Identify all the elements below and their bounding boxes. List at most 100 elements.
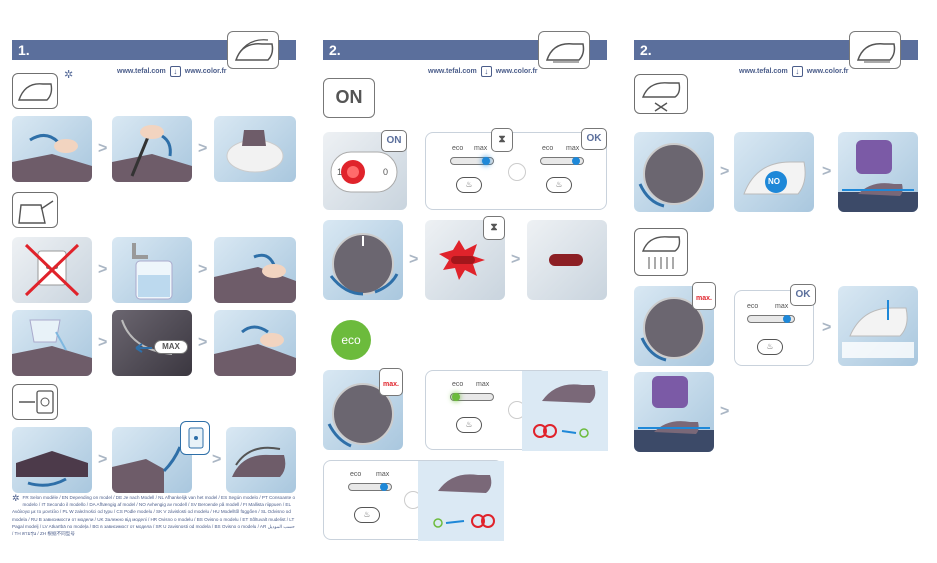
- step-no-steam: NO: [734, 132, 814, 212]
- switch-label-0: 0: [383, 167, 389, 177]
- steam-button[interactable]: ♨: [354, 507, 380, 523]
- step-close-filler: [214, 310, 296, 376]
- step-plug-in: [112, 427, 192, 493]
- chevron-right-icon: >: [212, 451, 222, 468]
- no-steam-iron-icon: [634, 74, 688, 114]
- footnote-star-icon: ✲: [12, 493, 20, 503]
- panel-1: 1. www.tefal.com ↓ www.color.fr ✲ > > > …: [12, 31, 296, 500]
- download-icon[interactable]: ↓: [791, 66, 803, 77]
- panel-2: 2. www.tefal.com ↓ www.color.fr ON 1 0 O…: [323, 31, 608, 541]
- eco-max-slider: [540, 157, 584, 165]
- chevron-right-icon: >: [822, 163, 832, 180]
- max-thermometer-tag: max.: [692, 282, 716, 310]
- max-label: max: [566, 145, 580, 152]
- iron-thumbnail-icon: [849, 31, 901, 69]
- download-icon[interactable]: ↓: [169, 66, 181, 77]
- url-tefal[interactable]: www.tefal.com: [117, 68, 166, 75]
- step-unplug-warning: [12, 237, 92, 303]
- step-fill-jug: [112, 237, 192, 303]
- heating-light: [482, 157, 490, 165]
- chevron-right-icon: >: [409, 251, 419, 268]
- on-tag: ON: [381, 130, 407, 152]
- url-color[interactable]: www.color.fr: [184, 68, 227, 75]
- eco-label: eco: [747, 303, 759, 310]
- chevron-right-icon: >: [720, 403, 730, 420]
- iron-thumbnail-icon: [227, 31, 279, 69]
- chevron-right-icon: >: [198, 261, 208, 278]
- chevron-right-icon: >: [822, 319, 832, 336]
- hourglass-icon: ⧗: [491, 128, 513, 152]
- step-open-filler: [214, 237, 296, 303]
- max-light: [380, 483, 388, 491]
- max-level-button: MAX: [154, 340, 188, 354]
- step-eco-steam: eco max ♨: [425, 370, 608, 451]
- hourglass-icon: ⧗: [483, 216, 505, 240]
- divider-circle: [508, 163, 526, 181]
- eco-mode-icon: eco: [331, 320, 371, 360]
- chevron-right-icon: >: [98, 261, 108, 278]
- url-color[interactable]: www.color.fr: [495, 68, 538, 75]
- socket-inset-icon: [180, 421, 210, 455]
- panel-1-number: 1.: [18, 42, 30, 58]
- panel-2-number: 2.: [329, 42, 341, 58]
- plug-socket-icon: [12, 384, 58, 420]
- model-footnote: ✲ FR Selon modèle / EN Depending on mode…: [12, 494, 297, 537]
- eco-label: eco: [452, 381, 464, 388]
- panel-1-header: 1.: [12, 40, 296, 60]
- model-star-icon: ✲: [64, 69, 74, 81]
- chevron-right-icon: >: [98, 140, 108, 157]
- steam-iron-icon: [634, 228, 688, 276]
- max-label: max: [474, 145, 488, 152]
- url-tefal[interactable]: www.tefal.com: [739, 68, 788, 75]
- footnote-text: FR Selon modèle / EN Depending on model …: [12, 495, 296, 537]
- chevron-right-icon: >: [198, 334, 208, 351]
- steam-button[interactable]: ♨: [456, 417, 482, 433]
- max-thermometer-tag: max.: [379, 368, 403, 396]
- chevron-right-icon: >: [98, 451, 108, 468]
- step-lift-iron: [214, 116, 296, 182]
- ok-tag: OK: [790, 284, 816, 306]
- url-color[interactable]: www.color.fr: [806, 68, 849, 75]
- steam-button: ♨: [456, 177, 482, 193]
- step-steam-burst: [838, 286, 918, 366]
- max-label: max: [376, 471, 390, 478]
- step-heating-indicator: eco max ♨ eco max ♨: [425, 132, 607, 210]
- step-dry-ironing: [838, 132, 918, 212]
- no-badge: NO: [768, 177, 780, 186]
- step-iron-ready: [226, 427, 296, 493]
- step-light-off: [527, 220, 607, 300]
- eco-max-slider: [348, 483, 392, 491]
- step-power-switch: 1 0: [323, 132, 407, 210]
- max-label: max: [775, 303, 789, 310]
- step-pull-tab: [112, 116, 192, 182]
- url-tefal[interactable]: www.tefal.com: [428, 68, 477, 75]
- max-label: max: [476, 381, 490, 388]
- steam-button: ♨: [757, 339, 783, 355]
- eco-label: eco: [542, 145, 554, 152]
- chevron-right-icon: >: [720, 163, 730, 180]
- step-max-steam: eco max ♨: [323, 460, 504, 541]
- step-turn-dial: [323, 220, 403, 300]
- eco-label: eco: [452, 145, 464, 152]
- panel-3: 2. www.tefal.com ↓ www.color.fr > NO > m…: [634, 31, 918, 460]
- ready-light: [572, 157, 580, 165]
- panel-3-header: 2.: [634, 40, 918, 60]
- step-pour-water: [12, 310, 92, 376]
- chevron-right-icon: >: [198, 140, 208, 157]
- download-icon[interactable]: ↓: [480, 66, 492, 77]
- panel-2-urls: www.tefal.com ↓ www.color.fr: [428, 66, 538, 77]
- water-jug-icon: [12, 192, 58, 228]
- on-label: ON: [323, 78, 375, 118]
- steam-button: ♨: [546, 177, 572, 193]
- chevron-right-icon: >: [511, 251, 521, 268]
- chevron-right-icon: >: [98, 334, 108, 351]
- switch-label-1: 1: [337, 167, 343, 177]
- eco-max-slider: [450, 393, 494, 401]
- step-steam-ironing: [634, 372, 714, 452]
- iron-thumbnail-icon: [538, 31, 590, 69]
- iron-model-icon: [12, 73, 58, 109]
- eco-max-slider: [450, 157, 494, 165]
- eco-label: eco: [350, 471, 362, 478]
- step-open-cover: [12, 116, 92, 182]
- ok-tag: OK: [581, 128, 607, 150]
